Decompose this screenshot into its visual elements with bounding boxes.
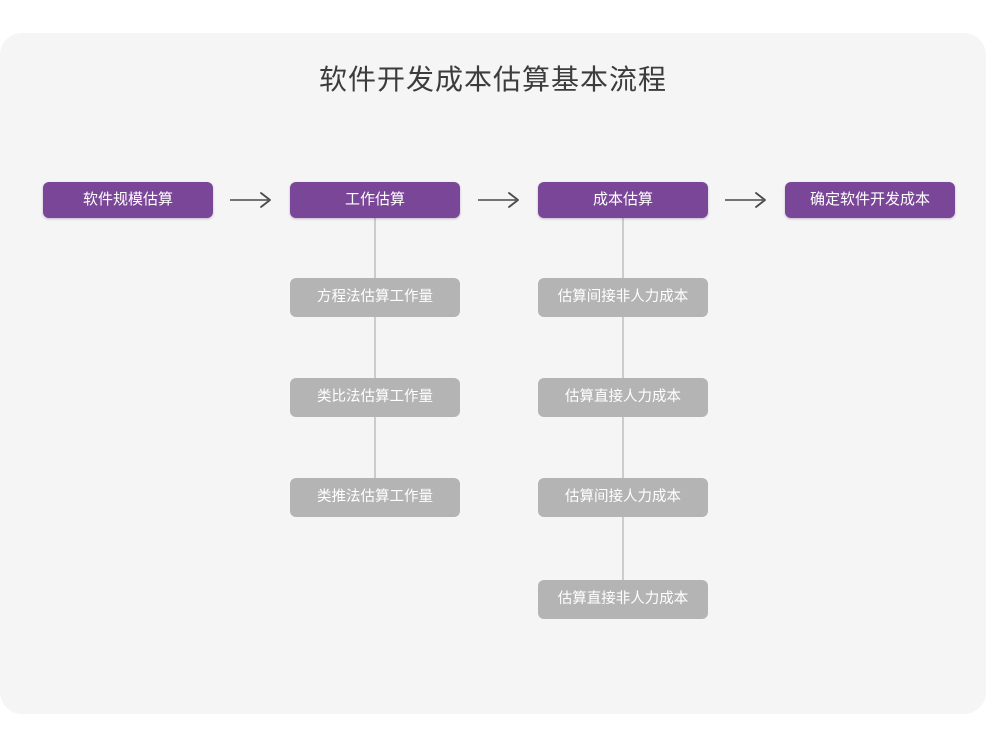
arrow-right-icon: [228, 190, 276, 210]
connector-line: [374, 316, 376, 378]
arrow-right-icon: [476, 190, 524, 210]
arrow-right-icon: [723, 190, 771, 210]
connector-line: [622, 217, 624, 279]
connector-line: [622, 416, 624, 478]
diagram-card: [0, 33, 986, 714]
connector-line: [374, 416, 376, 478]
page-title: 软件开发成本估算基本流程: [318, 64, 667, 95]
sub-node-direct-labor-cost[interactable]: 估算直接人力成本: [538, 378, 708, 417]
sub-node-indirect-labor-cost[interactable]: 估算间接人力成本: [538, 478, 708, 517]
flow-node-determine-development-cost[interactable]: 确定软件开发成本: [785, 182, 955, 218]
flow-node-software-scale-estimation[interactable]: 软件规模估算: [43, 182, 213, 218]
sub-node-direct-nonlabor-cost[interactable]: 估算直接非人力成本: [538, 580, 708, 619]
connector-line: [622, 316, 624, 378]
flow-node-cost-estimation[interactable]: 成本估算: [538, 182, 708, 218]
sub-node-analogy-method-effort[interactable]: 类比法估算工作量: [290, 378, 460, 417]
sub-node-equation-method-effort[interactable]: 方程法估算工作量: [290, 278, 460, 317]
sub-node-indirect-nonlabor-cost[interactable]: 估算间接非人力成本: [538, 278, 708, 317]
connector-line: [374, 217, 376, 279]
sub-node-inference-method-effort[interactable]: 类推法估算工作量: [290, 478, 460, 517]
flow-node-effort-estimation[interactable]: 工作估算: [290, 182, 460, 218]
connector-line: [622, 516, 624, 580]
